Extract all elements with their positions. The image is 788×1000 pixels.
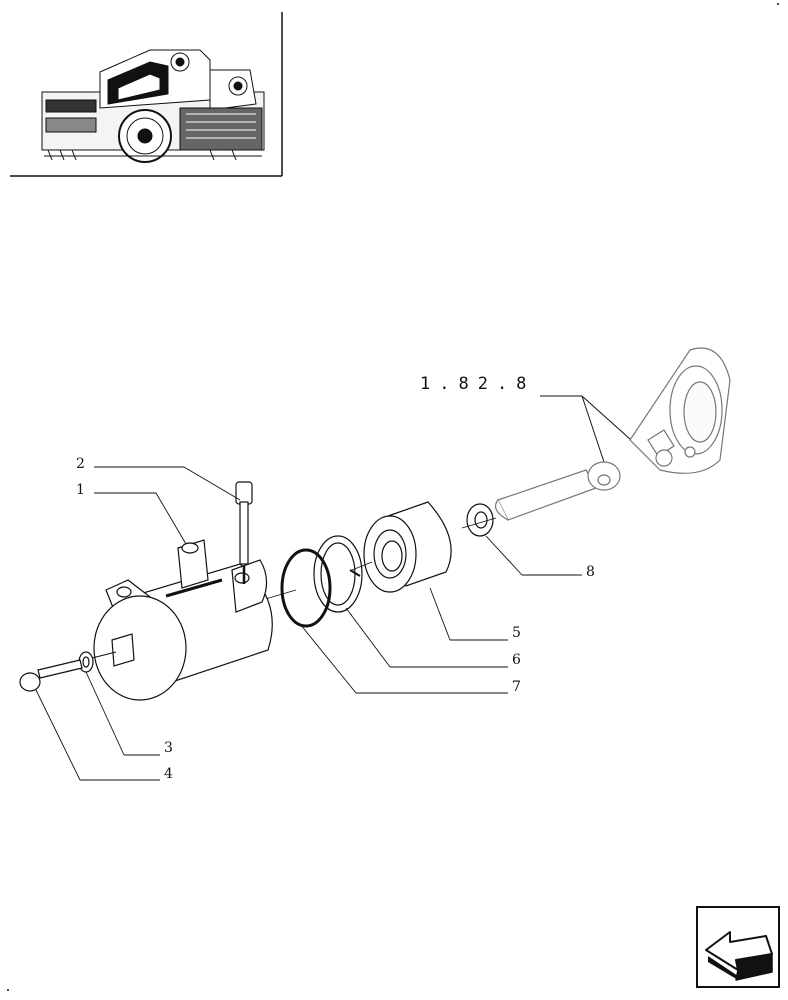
- part-6-backup-ring: [313, 535, 363, 613]
- arrow-back-icon: [696, 906, 780, 988]
- callout-8: 8: [586, 564, 595, 580]
- callout-4: 4: [164, 766, 173, 782]
- callout-3: 3: [164, 740, 173, 756]
- part-8-washer: [466, 503, 494, 537]
- part-7-o-ring: [280, 548, 332, 628]
- callout-5: 5: [512, 625, 521, 641]
- callout-leaders: [35, 466, 582, 781]
- callout-1: 1: [76, 482, 85, 498]
- part-2-bolt: [235, 481, 253, 584]
- part-4-bolt: [19, 651, 117, 692]
- reference-leaders: [540, 395, 641, 463]
- reference-label: 1.82.8: [420, 374, 536, 394]
- callout-2: 2: [76, 456, 85, 472]
- back-button[interactable]: [696, 906, 780, 988]
- callout-7: 7: [512, 679, 521, 695]
- locator-thumbnail: [10, 12, 283, 177]
- part-1-cylinder-body: [93, 539, 273, 701]
- part-3-washer: [78, 651, 94, 673]
- callout-6: 6: [512, 652, 521, 668]
- part-5-piston: [363, 501, 452, 593]
- lift-arm: [495, 347, 731, 521]
